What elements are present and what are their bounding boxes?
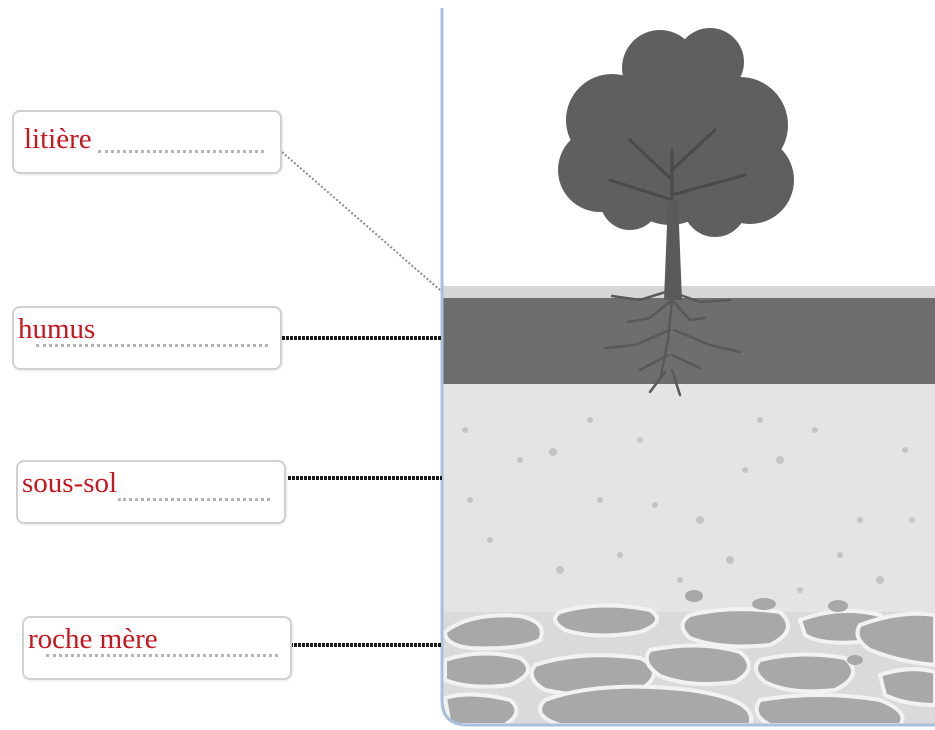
answer-dots [118,498,270,501]
label-litiere: litière [24,123,92,155]
bedrock-stones [442,603,935,725]
label-humus: humus [18,313,96,345]
diagram-panel-border [440,8,935,727]
label-sous-sol: sous-sol [22,467,118,499]
answer-dots [98,150,264,153]
tree-crown [558,28,794,237]
humus-layer [442,298,935,384]
answer-dots [36,344,268,347]
answer-dots [46,654,278,657]
label-box-sous-sol[interactable]: sous-sol [16,460,286,524]
label-box-roche-mere[interactable]: roche mère [22,616,292,680]
subsoil-layer [442,384,935,614]
tree-trunk [664,200,682,300]
subsoil-specks [462,417,915,593]
tree-roots [603,288,742,397]
bedrock-pebbles [685,590,863,665]
tree-illustration [558,28,794,397]
label-box-litiere[interactable]: litière [12,110,282,174]
litter-layer [442,286,935,300]
tree-branches [608,128,747,242]
label-box-humus[interactable]: humus [12,306,282,370]
label-roche-mere: roche mère [28,623,158,655]
connector-litiere [281,151,441,291]
